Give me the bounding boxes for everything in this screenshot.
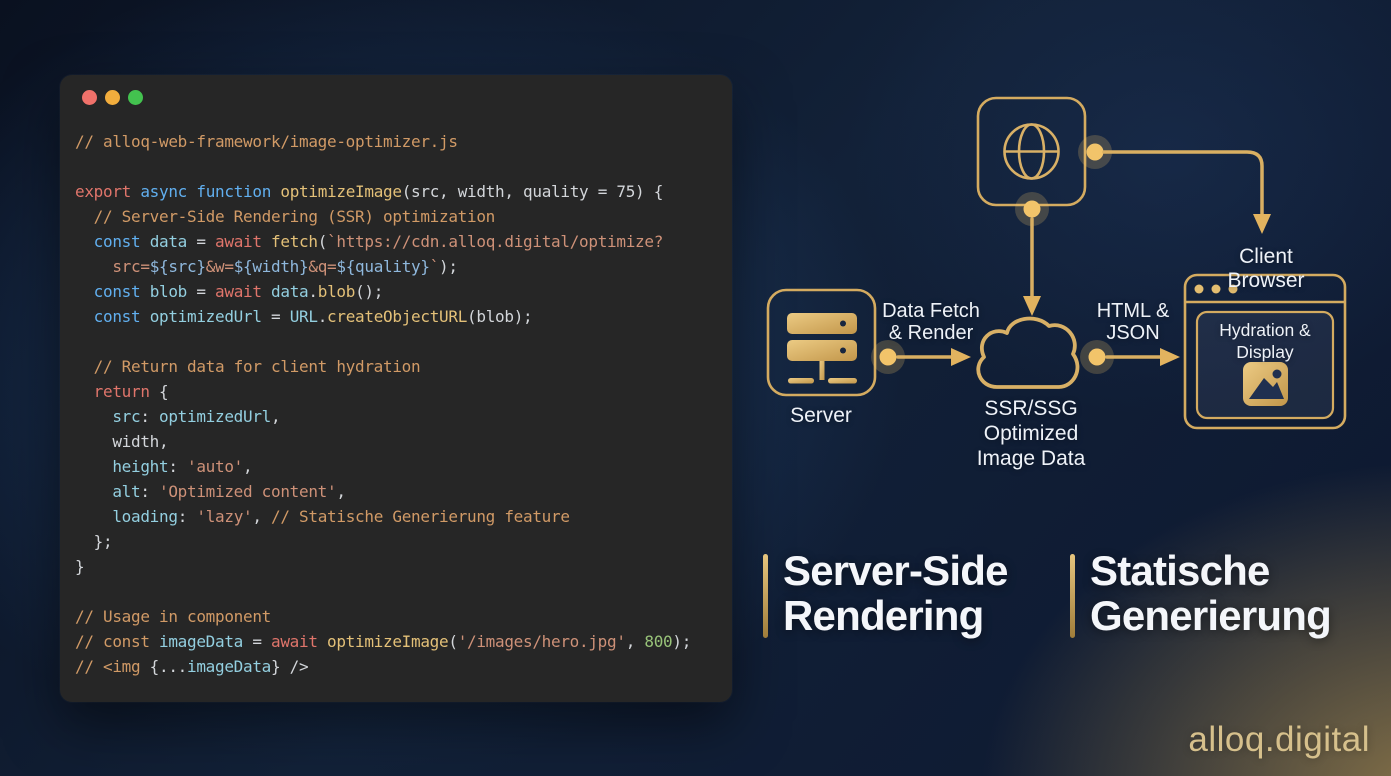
brand-watermark: alloq.digital xyxy=(1188,720,1370,759)
browser-dot xyxy=(1228,284,1238,294)
heading-statische-generierung: Statische Generierung xyxy=(1070,547,1332,639)
browser-window-icon xyxy=(1183,273,1347,430)
code-editor-window: // alloq-web-framework/image-optimizer.j… xyxy=(60,75,732,702)
window-controls xyxy=(82,90,143,105)
browser-dot xyxy=(1194,284,1204,294)
flow-diagram xyxy=(766,96,1347,430)
globe-icon xyxy=(1003,123,1060,180)
heading-accent-bar xyxy=(763,554,768,638)
arrowhead-right xyxy=(951,348,971,366)
heading-text: Server-Side Rendering xyxy=(783,547,1008,639)
server-icon xyxy=(787,313,857,384)
cloud-icon xyxy=(976,316,1080,389)
heading-accent-bar xyxy=(1070,554,1075,638)
edge-label-data-fetch: Data Fetch & Render xyxy=(882,300,980,344)
browser-dot xyxy=(1211,284,1221,294)
connector-dot xyxy=(1088,348,1106,366)
cloud-label: SSR/SSG Optimized Image Data xyxy=(976,397,1086,470)
connector-dot xyxy=(1023,200,1041,218)
edge-cloud-to-browser xyxy=(1080,340,1180,374)
edge-label-html-json: HTML & JSON xyxy=(1096,300,1170,344)
arrowhead-down xyxy=(1253,214,1271,234)
server-node-box xyxy=(766,288,877,397)
code-content: // alloq-web-framework/image-optimizer.j… xyxy=(75,132,692,676)
minimize-window-button[interactable] xyxy=(105,90,120,105)
close-window-button[interactable] xyxy=(82,90,97,105)
edge-server-to-cloud xyxy=(871,340,971,374)
edge-globe-to-cloud xyxy=(1015,192,1049,316)
connector-dot xyxy=(1086,143,1104,161)
arrowhead-down xyxy=(1023,296,1041,316)
server-label: Server xyxy=(790,404,852,427)
connector-dot xyxy=(879,348,897,366)
heading-server-side-rendering: Server-Side Rendering xyxy=(763,548,1008,638)
heading-text: Statische Generierung xyxy=(1090,547,1332,639)
hydration-display-label: Hydration & Display xyxy=(1219,320,1311,362)
client-browser-label: Client Browser xyxy=(1227,245,1305,292)
arrowhead-right xyxy=(1160,348,1180,366)
edge-globe-to-browser xyxy=(1078,135,1271,234)
zoom-window-button[interactable] xyxy=(128,90,143,105)
image-icon xyxy=(1243,362,1288,406)
